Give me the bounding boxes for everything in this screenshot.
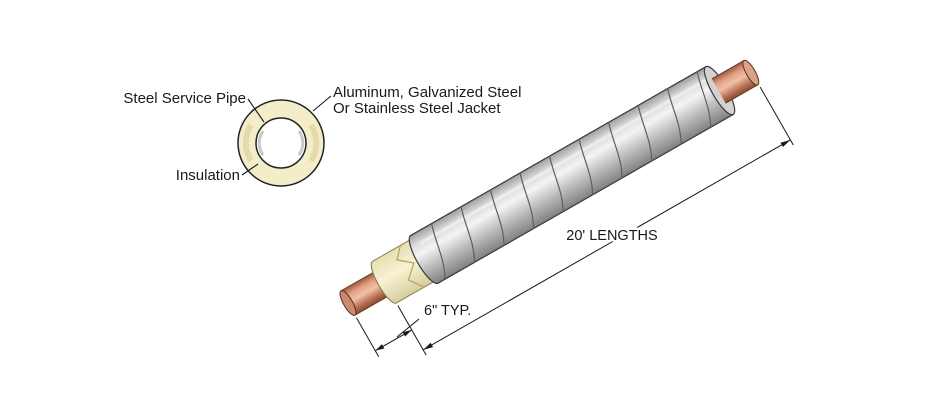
jacket-seam xyxy=(490,189,505,246)
pipe-isometric xyxy=(339,59,794,358)
bore-shading-right xyxy=(297,130,305,156)
copper-far-edge-top xyxy=(711,60,745,80)
copper-far-edge-bottom xyxy=(725,84,759,104)
copper-end-cap-far xyxy=(742,59,760,86)
jacket-seam xyxy=(637,105,653,162)
typ-label-leader xyxy=(396,318,420,338)
jacket-seam xyxy=(519,172,535,229)
cross-section-diagram: Steel Service Pipe Insulation Aluminum, … xyxy=(123,84,521,187)
typ-dimension-label: 6" TYP. xyxy=(424,303,471,319)
jacket-edge-top xyxy=(410,66,707,236)
jacket-seam xyxy=(696,71,712,128)
insulation-label: Insulation xyxy=(176,167,240,184)
jacket-edge-bottom xyxy=(437,113,734,284)
insulation-edge-top xyxy=(372,239,411,262)
insulation-break-zigzag xyxy=(396,245,425,288)
dimension-line-20ft xyxy=(422,139,791,351)
steel-service-pipe-label: Steel Service Pipe xyxy=(123,90,246,107)
jacket-seam xyxy=(430,223,446,280)
dimension-lines xyxy=(356,86,794,358)
extension-line-far-end xyxy=(759,86,794,146)
jacket-seam xyxy=(667,88,682,145)
jacket-seam xyxy=(608,122,623,178)
pipe-label-leader xyxy=(247,98,265,123)
insulation-edge-bottom xyxy=(396,280,435,304)
bore-shading-left xyxy=(257,130,265,156)
jacket-label-leader xyxy=(312,95,332,112)
arrowhead xyxy=(375,344,385,351)
length-dimension-label: 20' LENGTHS xyxy=(566,228,657,244)
copper-end-cap-near xyxy=(339,290,357,316)
jacket-seam xyxy=(549,155,564,212)
jacket-highlight xyxy=(419,76,711,245)
arrowhead xyxy=(423,342,434,350)
insulation-label-leader xyxy=(241,163,259,176)
jacket-seam xyxy=(578,139,594,195)
service-pipe-bore xyxy=(255,117,307,169)
arrowhead xyxy=(780,139,791,148)
arrowhead xyxy=(402,329,412,337)
jacket-label-line2: Or Stainless Steel Jacket xyxy=(333,100,501,117)
jacket-body xyxy=(410,66,734,284)
jacket-label-line1: Aluminum, Galvanized Steel xyxy=(333,84,521,101)
jacket-spiral-seams xyxy=(430,71,712,280)
extension-line-insulation-face xyxy=(397,305,427,356)
jacket-seam xyxy=(460,206,476,263)
ring-shading-left xyxy=(242,123,254,163)
extension-line-copper-tip xyxy=(356,317,380,358)
ring-shading-right xyxy=(308,123,320,163)
